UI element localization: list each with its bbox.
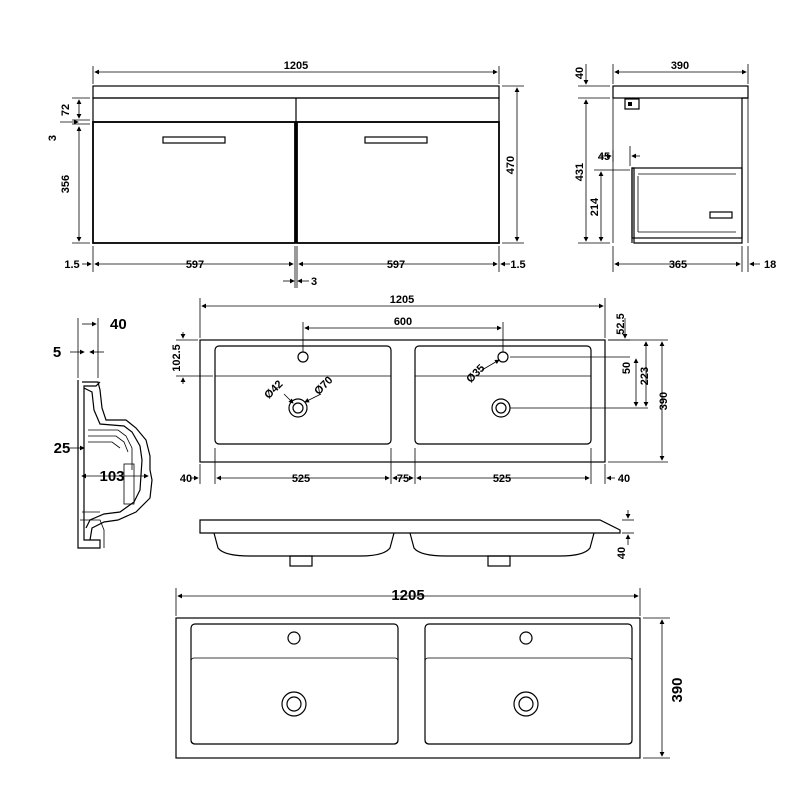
basin-section: 40 5 25 103: [53, 316, 153, 549]
dim-section-wall: 25: [54, 440, 71, 457]
basin-front-waste-left: [289, 555, 313, 567]
dim-basin-width: 1205: [390, 294, 414, 306]
basin-front-slab: [199, 519, 621, 534]
basin-front-bowl-left: [213, 532, 395, 557]
dim-bowl-right: 525: [493, 473, 511, 485]
dim-overflow-dia: Ø35: [464, 362, 487, 385]
basin-bowl-right: [414, 345, 592, 445]
drawer-right-handle: [364, 136, 428, 144]
dim-waste-outer-dia: Ø70: [312, 374, 335, 397]
plan-tap-hole-left: [287, 631, 301, 645]
dim-section-lip: 5: [53, 344, 61, 361]
side-view: 390 40 431 45 214 365 18: [574, 60, 776, 272]
dim-front-top-height: 72: [60, 104, 72, 116]
side-drawer-handle: [709, 211, 733, 219]
dim-front-drawer-width-right: 597: [387, 259, 405, 271]
plan-tap-hole-right: [519, 631, 533, 645]
basin-front-view: 40: [199, 510, 634, 567]
side-basin-top: [612, 85, 749, 99]
basin-top-band: [92, 85, 500, 99]
dim-side-body-height: 431: [574, 163, 586, 181]
drawer-left: [92, 121, 296, 244]
drawer-right: [296, 121, 500, 244]
front-view: 1205 72 3 356 470 1.5 597 597 1.5 3: [47, 60, 526, 288]
dim-edge-right: 40: [618, 473, 630, 485]
plan-waste-left-outer: [281, 691, 307, 717]
drawer-left-handle: [162, 136, 226, 144]
dim-front-gap: 3: [47, 135, 59, 141]
dim-tap-spacing: 600: [394, 316, 412, 328]
dim-waste-dia: Ø42: [262, 378, 285, 401]
plan-bowl-left: [190, 623, 399, 745]
dim-edge-left: 40: [180, 473, 192, 485]
tap-hole-right: [497, 351, 509, 363]
section-outer-profile: [77, 380, 101, 549]
side-wall-bracket: [624, 98, 640, 110]
plan-bowl-right: [424, 623, 633, 745]
dim-section-bowl-depth: 103: [99, 468, 124, 485]
waste-right-inner: [495, 402, 507, 414]
basin-outline: [199, 339, 606, 463]
dim-plan-depth: 390: [669, 677, 686, 702]
dim-waste-depth: 223: [639, 367, 651, 385]
side-drawer-box: [631, 167, 743, 239]
tap-hole-left: [297, 351, 309, 363]
dim-bowl-gap: 75: [397, 473, 409, 485]
basin-bowl-left: [214, 345, 392, 445]
dim-section-top-thickness: 40: [110, 316, 127, 333]
dim-side-back-gap: 18: [764, 259, 776, 271]
dim-front-drawer-width-left: 597: [186, 259, 204, 271]
dim-front-drawer-height: 356: [60, 175, 72, 193]
dim-front-center-gap: 3: [311, 276, 317, 288]
waste-left-outer: [288, 398, 308, 418]
plan-waste-left-inner: [286, 696, 302, 712]
dim-tap-offset: 52.5: [615, 313, 627, 334]
dim-side-inner-depth: 365: [669, 259, 687, 271]
basin-plan-view: 1205 390: [175, 587, 686, 759]
dim-side-top-height: 40: [574, 67, 586, 79]
dim-front-total-height: 470: [505, 156, 517, 174]
dim-front-elevation-height: 40: [616, 547, 628, 559]
dim-front-margin-left: 1.5: [64, 259, 79, 271]
waste-right-outer: [491, 398, 511, 418]
waste-left-inner: [292, 402, 304, 414]
basin-top-view: 1205 600 52.5 102.5 Ø35 Ø42 Ø70 50 223: [171, 294, 670, 485]
dim-front-lip: 102.5: [171, 344, 183, 372]
plan-outline: [175, 617, 641, 759]
dim-bowl-left: 525: [292, 473, 310, 485]
dim-plan-width: 1205: [391, 587, 424, 604]
plan-waste-right-inner: [518, 696, 534, 712]
dim-tap-to-waste: 50: [621, 362, 633, 374]
dim-side-handle-offset: 45: [598, 151, 610, 163]
dim-basin-depth: 390: [658, 392, 670, 410]
basin-front-waste-right: [487, 555, 511, 567]
dim-side-drawer-height: 214: [589, 197, 601, 216]
basin-front-bowl-right: [409, 532, 595, 557]
dim-front-margin-right: 1.5: [510, 259, 525, 271]
plan-waste-right-outer: [513, 691, 539, 717]
dim-front-width: 1205: [284, 60, 308, 72]
dim-side-depth: 390: [671, 60, 689, 72]
